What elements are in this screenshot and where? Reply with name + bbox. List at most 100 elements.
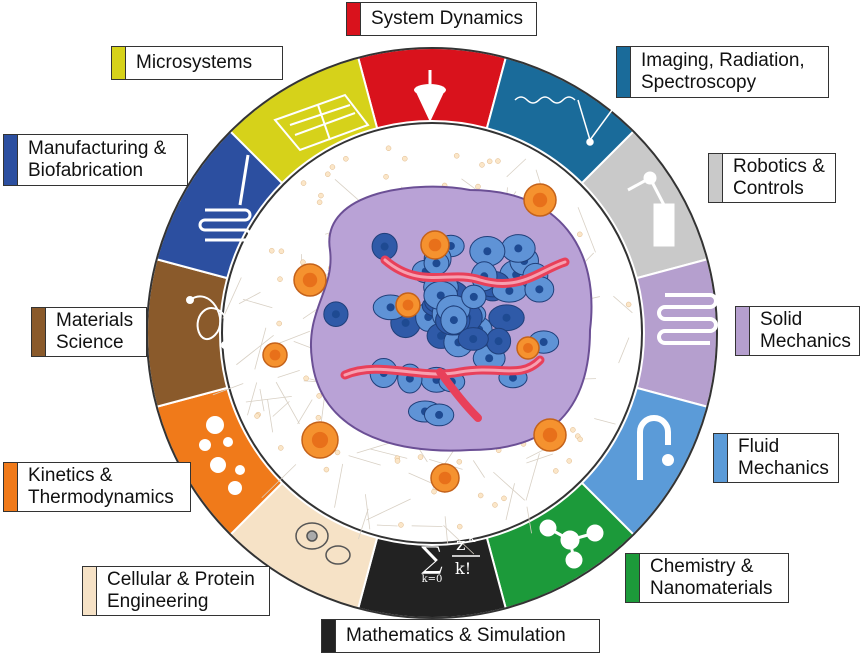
immune-cell-nucleus xyxy=(542,427,558,443)
label-text: Solid Mechanics xyxy=(760,309,851,352)
particle xyxy=(268,247,275,254)
particle xyxy=(456,523,463,530)
particle xyxy=(385,145,392,152)
label-text: Manufacturing & Biofabrication xyxy=(28,138,167,181)
cell-nucleus xyxy=(401,318,410,327)
particle xyxy=(398,522,404,528)
immune-cell-nucleus xyxy=(311,431,329,449)
fiber xyxy=(618,337,630,364)
particle xyxy=(477,492,484,499)
cell-nucleus xyxy=(494,337,503,346)
label-text: Cellular & Protein Engineering xyxy=(107,569,255,612)
cells-in-dish-icon xyxy=(295,522,351,565)
robot-arm-icon xyxy=(627,171,675,247)
fiber xyxy=(236,335,274,366)
particle xyxy=(570,427,576,433)
printer-nozzle-icon xyxy=(198,154,252,242)
fiber xyxy=(261,464,297,499)
particle xyxy=(402,155,408,162)
particle xyxy=(303,375,309,382)
swatch-orange xyxy=(4,463,18,511)
label-cellular: Cellular & Protein Engineering xyxy=(82,566,270,616)
svg-text:z: z xyxy=(456,534,465,555)
particle xyxy=(453,153,460,159)
swatch-navy xyxy=(4,135,18,185)
cell-nucleus xyxy=(469,334,478,343)
particle xyxy=(383,173,389,180)
label-kinetics: Kinetics & Thermodynamics xyxy=(3,462,191,512)
fiber xyxy=(364,494,371,530)
label-text: System Dynamics xyxy=(371,8,524,29)
swatch-teal xyxy=(617,47,631,97)
label-manufacturing: Manufacturing & Biofabrication xyxy=(3,134,188,186)
blood-vessels xyxy=(340,255,570,422)
particle xyxy=(456,459,463,465)
cell-nucleus xyxy=(483,247,492,256)
cell-nucleus xyxy=(539,338,548,347)
fiber xyxy=(222,277,242,319)
particle xyxy=(300,180,307,186)
cell-nucleus xyxy=(535,285,544,294)
particle xyxy=(318,192,324,199)
svg-text:k=0: k=0 xyxy=(422,574,443,585)
fiber xyxy=(297,399,313,425)
swatch-brown xyxy=(32,308,46,356)
label-text: Mathematics & Simulation xyxy=(346,625,566,646)
microfluidic-chip-icon xyxy=(273,93,370,152)
cell-nucleus xyxy=(386,303,395,312)
particle xyxy=(479,162,485,168)
label-solid-mechanics: Solid Mechanics xyxy=(735,306,860,356)
fiber xyxy=(238,291,261,305)
fiber xyxy=(267,399,274,433)
molecule-icon xyxy=(539,519,604,569)
fiber xyxy=(242,298,273,309)
particle xyxy=(475,183,481,190)
cell-nucleus xyxy=(514,244,523,253)
label-text: Robotics & Controls xyxy=(733,156,825,199)
faucet-icon xyxy=(637,415,674,480)
label-chemistry: Chemistry & Nanomaterials xyxy=(625,553,789,603)
fiber xyxy=(272,401,290,417)
swatch-lightblue xyxy=(714,434,728,482)
swatch-yellow xyxy=(112,47,126,79)
fiber xyxy=(493,471,526,501)
particle xyxy=(278,445,284,451)
radiation-waves-icon xyxy=(514,96,613,146)
cell-nucleus xyxy=(432,259,441,268)
label-text: Imaging, Radiation, Spectroscopy xyxy=(641,50,805,93)
label-mathematics: Mathematics & Simulation xyxy=(321,619,600,653)
fiber xyxy=(472,460,485,478)
fiber xyxy=(594,418,616,425)
fiber xyxy=(247,382,258,416)
particle xyxy=(276,320,282,327)
fiber xyxy=(411,525,443,527)
particle xyxy=(495,158,501,164)
cell-nucleus xyxy=(508,373,517,382)
cell-nucleus xyxy=(436,291,445,300)
particle xyxy=(316,393,322,399)
particle xyxy=(343,156,349,162)
particle xyxy=(277,276,283,282)
svg-text:∑: ∑ xyxy=(421,541,443,576)
fiber xyxy=(245,395,292,403)
polymer-network-icon xyxy=(186,295,232,349)
swatch-black xyxy=(322,620,336,652)
fiber xyxy=(505,483,515,521)
particle xyxy=(325,171,331,177)
fiber xyxy=(366,498,411,521)
particle xyxy=(329,164,336,170)
cell-nucleus xyxy=(437,331,446,340)
label-text: Materials Science xyxy=(56,310,134,353)
fiber xyxy=(334,463,344,508)
swatch-green xyxy=(626,554,640,602)
label-robotics: Robotics & Controls xyxy=(708,153,836,203)
particle xyxy=(501,495,507,502)
fiber xyxy=(444,516,448,544)
fiber xyxy=(526,506,532,534)
cell-nucleus xyxy=(485,354,494,363)
fiber xyxy=(358,508,369,540)
particle xyxy=(417,454,424,460)
fiber xyxy=(443,525,475,555)
label-system-dynamics: System Dynamics xyxy=(346,2,537,36)
swatch-lavender xyxy=(736,307,750,355)
